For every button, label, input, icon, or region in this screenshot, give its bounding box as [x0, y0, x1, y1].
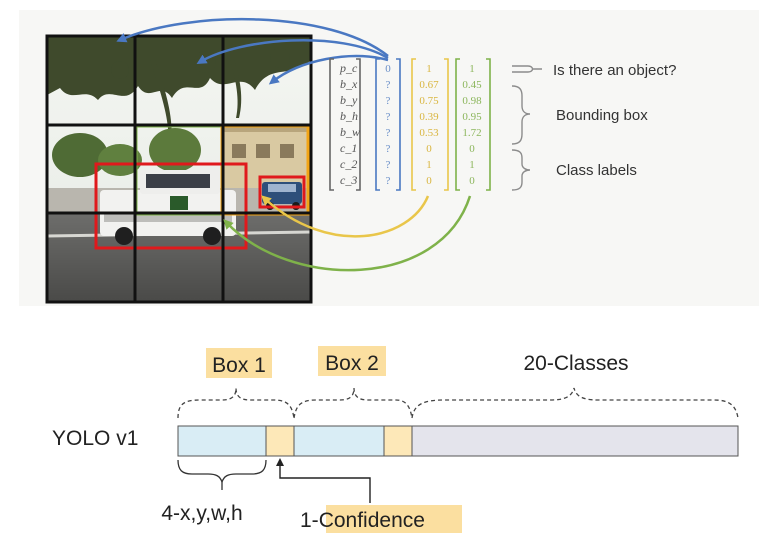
- car-bounding-box: [258, 175, 306, 209]
- yolo-output-layout: Box 1 Box 2 20-Classes YOLO v1 4-x,y,w,h: [52, 346, 739, 533]
- vector-blue-cell: ?: [386, 143, 391, 155]
- box2-highlight: [318, 346, 386, 376]
- vector-yellow-cell: 0.39: [419, 111, 439, 123]
- confidence-highlight: [326, 505, 462, 533]
- vector-labels-cell: c_1: [340, 141, 357, 155]
- vector-labels-cell: c_2: [340, 157, 357, 171]
- vector-bracket-labels: [329, 58, 361, 191]
- box2-confidence-segment: [383, 425, 413, 457]
- confidence-prefix: 1-: [300, 509, 319, 532]
- vector-yellow-cell: 1: [426, 63, 432, 75]
- background-trees: [52, 128, 201, 177]
- output-vectors: p_c b_x b_y b_h b_w c_1 c_2 c_3 0??????? 1 0.67 0.7…: [329, 58, 491, 191]
- vector-yellow-cell: 0.75: [419, 95, 439, 107]
- bbox-brace-icon: [511, 85, 531, 145]
- vector-green-cell: 0.95: [462, 111, 482, 123]
- vector-labels-cell: b_x: [340, 77, 358, 91]
- vector-green-cell: 1: [469, 159, 475, 171]
- object-connector-icon: [512, 65, 542, 73]
- vector-blue-cell: ?: [386, 111, 391, 123]
- box1-coords-segment: [177, 425, 267, 457]
- classes-label: 20-Classes: [523, 352, 628, 375]
- box2-coords-segment: [293, 425, 385, 457]
- coords-brace-icon: [177, 459, 267, 485]
- confidence-word: Confidence: [319, 509, 425, 532]
- vector-blue-cell: ?: [386, 79, 391, 91]
- vector-green-cell: 1.72: [462, 127, 481, 139]
- vector-green-cell: 0.98: [462, 95, 482, 107]
- green-arrow: [223, 195, 472, 272]
- annotation-connectors: [511, 65, 542, 191]
- box1-highlight: [206, 348, 272, 378]
- vector-yellow-cell: 0.53: [419, 127, 439, 139]
- vector-blue-cell: ?: [386, 175, 391, 187]
- annotation-class-labels: Class labels: [556, 162, 637, 179]
- vector-blue-cell: 0: [385, 63, 391, 75]
- annotation-object: Is there an object?: [553, 62, 676, 79]
- vector-labels-cell: b_y: [340, 93, 358, 107]
- vector-bracket-blue: [375, 58, 401, 191]
- vector-green-cell: 0.45: [462, 79, 482, 91]
- annotation-bounding-box: Bounding box: [556, 107, 648, 124]
- vector-blue-cell: ?: [386, 95, 391, 107]
- vector-bracket-yellow: [411, 58, 449, 191]
- vector-labels-cell: b_w: [340, 125, 360, 139]
- vector-green-cell: 0: [469, 143, 475, 155]
- box2-label: Box 2: [325, 352, 379, 375]
- confidence-pointer: [276, 458, 371, 503]
- confidence-label: 1-Confidence: [300, 509, 425, 532]
- blue-arrows: [116, 17, 389, 85]
- yellow-arrow: [261, 195, 430, 238]
- yolo-v1-label: YOLO v1: [52, 427, 138, 450]
- truck-bounding-box: [94, 162, 248, 250]
- vector-green-cell: 1: [469, 63, 475, 75]
- box1-label: Box 1: [212, 354, 266, 377]
- vector-yellow-cell: 0: [426, 143, 432, 155]
- vector-yellow-cell: 0: [426, 175, 432, 187]
- vector-bracket-green: [455, 58, 491, 191]
- vector-blue-cell: ?: [386, 127, 391, 139]
- street-photo: [46, 36, 312, 302]
- vector-yellow-cell: 0.67: [419, 79, 439, 91]
- coords-label: 4-x,y,w,h: [161, 502, 242, 525]
- dashed-braces: [177, 387, 739, 419]
- vector-labels-cell: p_c: [339, 61, 358, 75]
- classes-segment: [411, 425, 739, 457]
- grid-3x3: [45, 34, 313, 304]
- vector-yellow-cell: 1: [426, 159, 432, 171]
- vector-labels-cell: c_3: [340, 173, 357, 187]
- box1-confidence-segment: [265, 425, 295, 457]
- class-brace-icon: [511, 149, 531, 191]
- vector-labels-cell: b_h: [340, 109, 358, 123]
- vector-green-cell: 0: [469, 175, 475, 187]
- vector-blue-cell: ?: [386, 159, 391, 171]
